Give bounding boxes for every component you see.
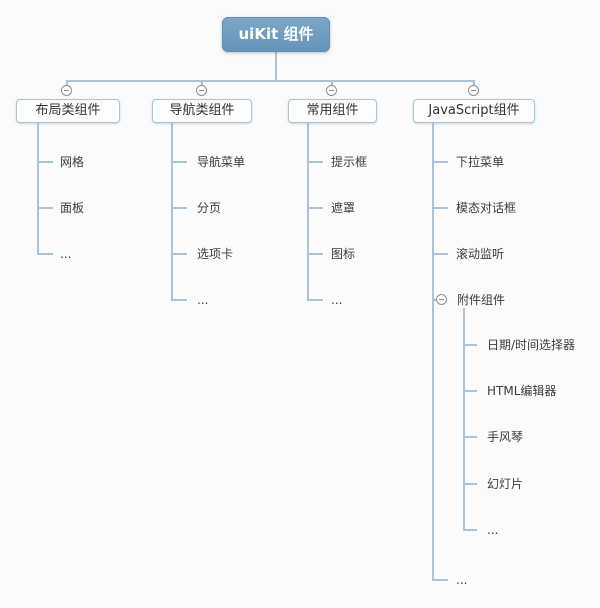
connector xyxy=(463,344,477,346)
connector xyxy=(463,529,477,531)
leaf-node-more[interactable]: ... xyxy=(60,247,72,261)
collapse-icon[interactable] xyxy=(436,294,447,305)
leaf-node[interactable]: 遮罩 xyxy=(331,201,356,215)
connector xyxy=(37,123,39,255)
connector xyxy=(307,253,323,255)
connector-root-stub xyxy=(275,52,277,80)
connector xyxy=(171,123,173,301)
connector-horizontal xyxy=(66,80,475,82)
connector xyxy=(307,161,323,163)
branch-node-navigation[interactable]: 导航类组件 xyxy=(152,99,252,123)
leaf-node-more[interactable]: ... xyxy=(456,573,468,587)
leaf-node-more[interactable]: ... xyxy=(487,523,499,537)
connector xyxy=(432,299,438,301)
connector xyxy=(307,123,309,301)
connector xyxy=(463,390,477,392)
connector xyxy=(171,299,187,301)
connector xyxy=(171,253,187,255)
leaf-node[interactable]: 图标 xyxy=(331,247,356,261)
leaf-node[interactable]: 滚动监听 xyxy=(456,247,505,261)
leaf-node[interactable]: 分页 xyxy=(197,201,222,215)
connector xyxy=(432,207,448,209)
connector-stub xyxy=(331,82,333,86)
connector-stub xyxy=(66,82,68,86)
leaf-node-more[interactable]: ... xyxy=(331,293,343,307)
leaf-node[interactable]: 日期/时间选择器 xyxy=(487,338,576,352)
leaf-node[interactable]: 下拉菜单 xyxy=(456,155,505,169)
connector xyxy=(463,436,477,438)
leaf-node[interactable]: 导航菜单 xyxy=(197,155,246,169)
leaf-node[interactable]: 幻灯片 xyxy=(487,477,524,491)
leaf-node[interactable]: 网格 xyxy=(60,155,85,169)
connector-stub xyxy=(473,82,475,86)
collapse-icon[interactable] xyxy=(326,85,337,96)
leaf-node[interactable]: HTML编辑器 xyxy=(487,384,557,398)
leaf-node[interactable]: 提示框 xyxy=(331,155,368,169)
leaf-node[interactable]: 模态对话框 xyxy=(456,201,517,215)
connector xyxy=(463,308,465,531)
branch-node-common[interactable]: 常用组件 xyxy=(288,99,377,123)
leaf-node[interactable]: 选项卡 xyxy=(197,247,234,261)
connector xyxy=(171,207,187,209)
connector xyxy=(171,161,187,163)
connector xyxy=(432,579,448,581)
connector xyxy=(432,253,448,255)
connector xyxy=(432,161,448,163)
branch-node-layout[interactable]: 布局类组件 xyxy=(16,99,120,123)
connector xyxy=(37,161,53,163)
leaf-node[interactable]: 面板 xyxy=(60,201,85,215)
branch-node-javascript[interactable]: JavaScript组件 xyxy=(413,99,535,123)
root-node[interactable]: uiKit 组件 xyxy=(222,17,330,52)
connector xyxy=(463,483,477,485)
connector xyxy=(37,207,53,209)
collapse-icon[interactable] xyxy=(468,85,479,96)
connector-stub xyxy=(201,82,203,86)
leaf-node[interactable]: 手风琴 xyxy=(487,430,524,444)
connector xyxy=(307,207,323,209)
connector xyxy=(432,123,434,581)
leaf-node-more[interactable]: ... xyxy=(197,293,209,307)
collapse-icon[interactable] xyxy=(196,85,207,96)
collapse-icon[interactable] xyxy=(61,85,72,96)
subgroup-node[interactable]: 附件组件 xyxy=(457,293,506,307)
connector xyxy=(37,253,53,255)
connector xyxy=(307,299,323,301)
